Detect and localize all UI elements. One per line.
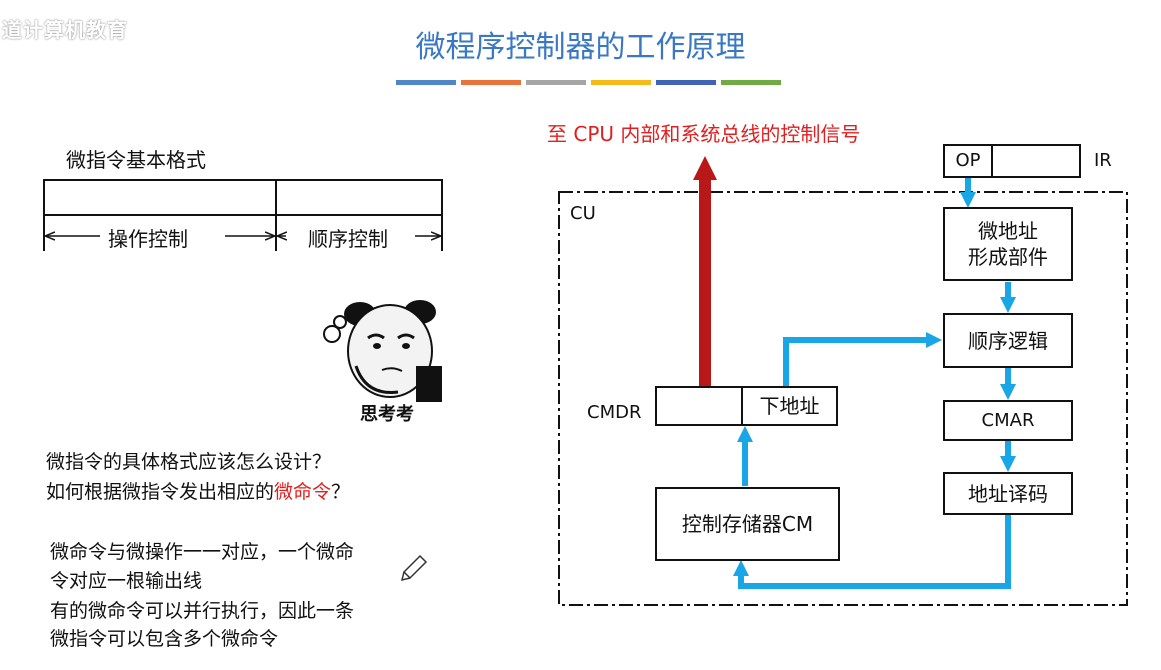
thinking-meme: 思考考 [320,296,454,428]
question-2-highlight: 微命令 [274,481,332,503]
note-line-1: 微命令与微操作一一对应，一个微命 [50,541,355,563]
question-1: 微指令的具体格式应该怎么设计？ [46,451,332,473]
question-2: 如何根据微指令发出相应的微命令？ [46,477,350,504]
logo-text: 道计算机教育 [2,18,128,42]
cu-frame [558,191,1128,606]
ir-op-field: OP [943,144,993,178]
op-label: OP [955,150,981,172]
arrow-nextaddr-to-seq [783,332,942,386]
ir-address-field [991,144,1081,178]
ir-label: IR [1094,150,1112,171]
stripe-2 [461,80,521,85]
format-tick-right [441,214,443,251]
panda-face-icon [323,300,442,402]
stripe-4 [591,80,651,85]
micro-address-generator: 微地址 形成部件 [943,207,1073,281]
stripe-1 [396,80,456,85]
control-store-cm: 控制存储器CM [655,487,840,561]
cmdr-label: CMDR [587,402,642,423]
format-divider [275,179,277,251]
arrow-decoder-to-cm [733,514,1011,589]
sequence-logic: 顺序逻辑 [943,313,1073,368]
format-title: 微指令基本格式 [66,148,206,172]
op-control-label: 操作控制 [102,223,194,252]
format-box [43,179,443,216]
addrgen-line-1: 微地址 [978,219,1038,243]
addrgen-line-2: 形成部件 [968,245,1048,269]
slide-title: 微程序控制器的工作原理 [415,30,746,65]
note-line-2: 令对应一根输出线 [50,570,203,592]
question-2-suffix: ？ [331,481,351,503]
cmar-register: CMAR [943,400,1073,441]
note-line-3: 有的微命令可以并行执行，因此一条 [50,600,355,622]
stripe-5 [656,80,716,85]
cmdr-control-field [655,386,743,426]
note-line-4: 微指令可以包含多个微命令 [50,628,279,650]
stripe-3 [526,80,586,85]
control-signal-label: 至 CPU 内部和系统总线的控制信号 [547,122,861,146]
address-decoder: 地址译码 [943,472,1073,515]
stripe-6 [721,80,781,85]
cmdr-next-address-field: 下地址 [741,386,838,426]
meme-caption: 思考考 [360,404,414,425]
seq-control-label: 顺序控制 [302,223,394,252]
question-2-prefix: 如何根据微指令发出相应的 [46,481,275,503]
format-tick-left [43,214,45,251]
cu-label: CU [570,203,596,224]
